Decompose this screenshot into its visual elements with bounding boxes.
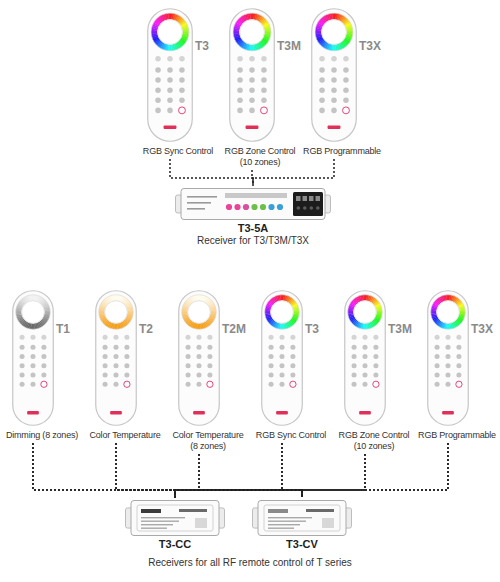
- remote-illustration: [12, 290, 54, 426]
- dotted-link: [175, 455, 199, 498]
- remote-head: T2M: [168, 290, 248, 426]
- receiver-illustration: [252, 500, 352, 536]
- function-caption: RGB Sync Control: [137, 146, 219, 157]
- model-name: T3: [195, 40, 209, 53]
- remote-illustration: [147, 8, 193, 142]
- function-caption: RGB Programmable: [301, 146, 383, 157]
- receiver-box: T3-5AReceiver for T3/T3M/T3X: [175, 188, 331, 247]
- remote-head: T3: [137, 8, 219, 142]
- model-name: T1: [56, 323, 70, 336]
- remote-illustration: [427, 290, 469, 426]
- model-name: T3X: [471, 323, 493, 336]
- remote-control: T3M RGB Zone Control (10 zones): [334, 290, 414, 452]
- receiver-illustration: [175, 188, 331, 220]
- remote-control: T2M Color Temperature (8 zones): [168, 290, 248, 452]
- model-name: T3: [305, 323, 319, 336]
- model-name: T2M: [222, 323, 246, 336]
- model-name: T3M: [277, 40, 301, 53]
- dotted-link: [302, 444, 448, 498]
- remote-illustration: [311, 8, 357, 142]
- remote-head: T1: [2, 290, 82, 426]
- function-caption: RGB Sync Control: [251, 430, 331, 441]
- function-caption: Dimming (8 zones): [2, 430, 82, 441]
- figure-caption: Receivers for all RF remote control of T…: [0, 556, 500, 569]
- remote-control: T2Color Temperature: [85, 290, 165, 441]
- receiver-box: T3-CC: [125, 500, 225, 551]
- remote-illustration: [344, 290, 386, 426]
- receiver-box: T3-CV: [252, 500, 352, 551]
- model-name: T3X: [359, 40, 381, 53]
- receiver-description: Receiver for T3/T3M/T3X: [175, 235, 331, 247]
- dotted-link: [175, 455, 365, 498]
- remote-illustration: [229, 8, 275, 142]
- dotted-link: [175, 444, 448, 498]
- remote-control: T3M RGB Zone Control (10 zones): [219, 8, 301, 168]
- remote-control: T3X RGB Programmable: [301, 8, 383, 157]
- remote-head: T3: [251, 290, 331, 426]
- remote-illustration: [261, 290, 303, 426]
- function-caption: RGB Zone Control (10 zones): [334, 430, 414, 452]
- remote-control: T3X RGB Programmable: [417, 290, 497, 441]
- dotted-link: [302, 455, 365, 498]
- remote-illustration: [178, 290, 220, 426]
- remote-head: T3M: [334, 290, 414, 426]
- receiver-name: T3-5A: [175, 222, 331, 235]
- remote-illustration: [95, 290, 137, 426]
- remote-control: T1Dimming (8 zones): [2, 290, 82, 441]
- model-name: T2: [139, 323, 153, 336]
- remote-head: T2: [85, 290, 165, 426]
- dotted-link: [199, 455, 302, 498]
- remote-control: T3RGB Sync Control: [137, 8, 219, 157]
- remote-head: T3X: [301, 8, 383, 142]
- dotted-link: [33, 444, 302, 498]
- remote-head: T3X: [417, 290, 497, 426]
- dotted-link: [282, 444, 302, 498]
- remote-control: T3RGB Sync Control: [251, 290, 331, 441]
- remote-head: T3M: [219, 8, 301, 142]
- dotted-link: [116, 444, 302, 498]
- function-caption: Color Temperature (8 zones): [168, 430, 248, 452]
- function-caption: Color Temperature: [85, 430, 165, 441]
- model-name: T3M: [388, 323, 412, 336]
- function-caption: RGB Programmable: [417, 430, 497, 441]
- receiver-name: T3-CC: [125, 538, 225, 551]
- function-caption: RGB Zone Control (10 zones): [219, 146, 301, 168]
- receiver-illustration: [125, 500, 225, 536]
- receiver-name: T3-CV: [252, 538, 352, 551]
